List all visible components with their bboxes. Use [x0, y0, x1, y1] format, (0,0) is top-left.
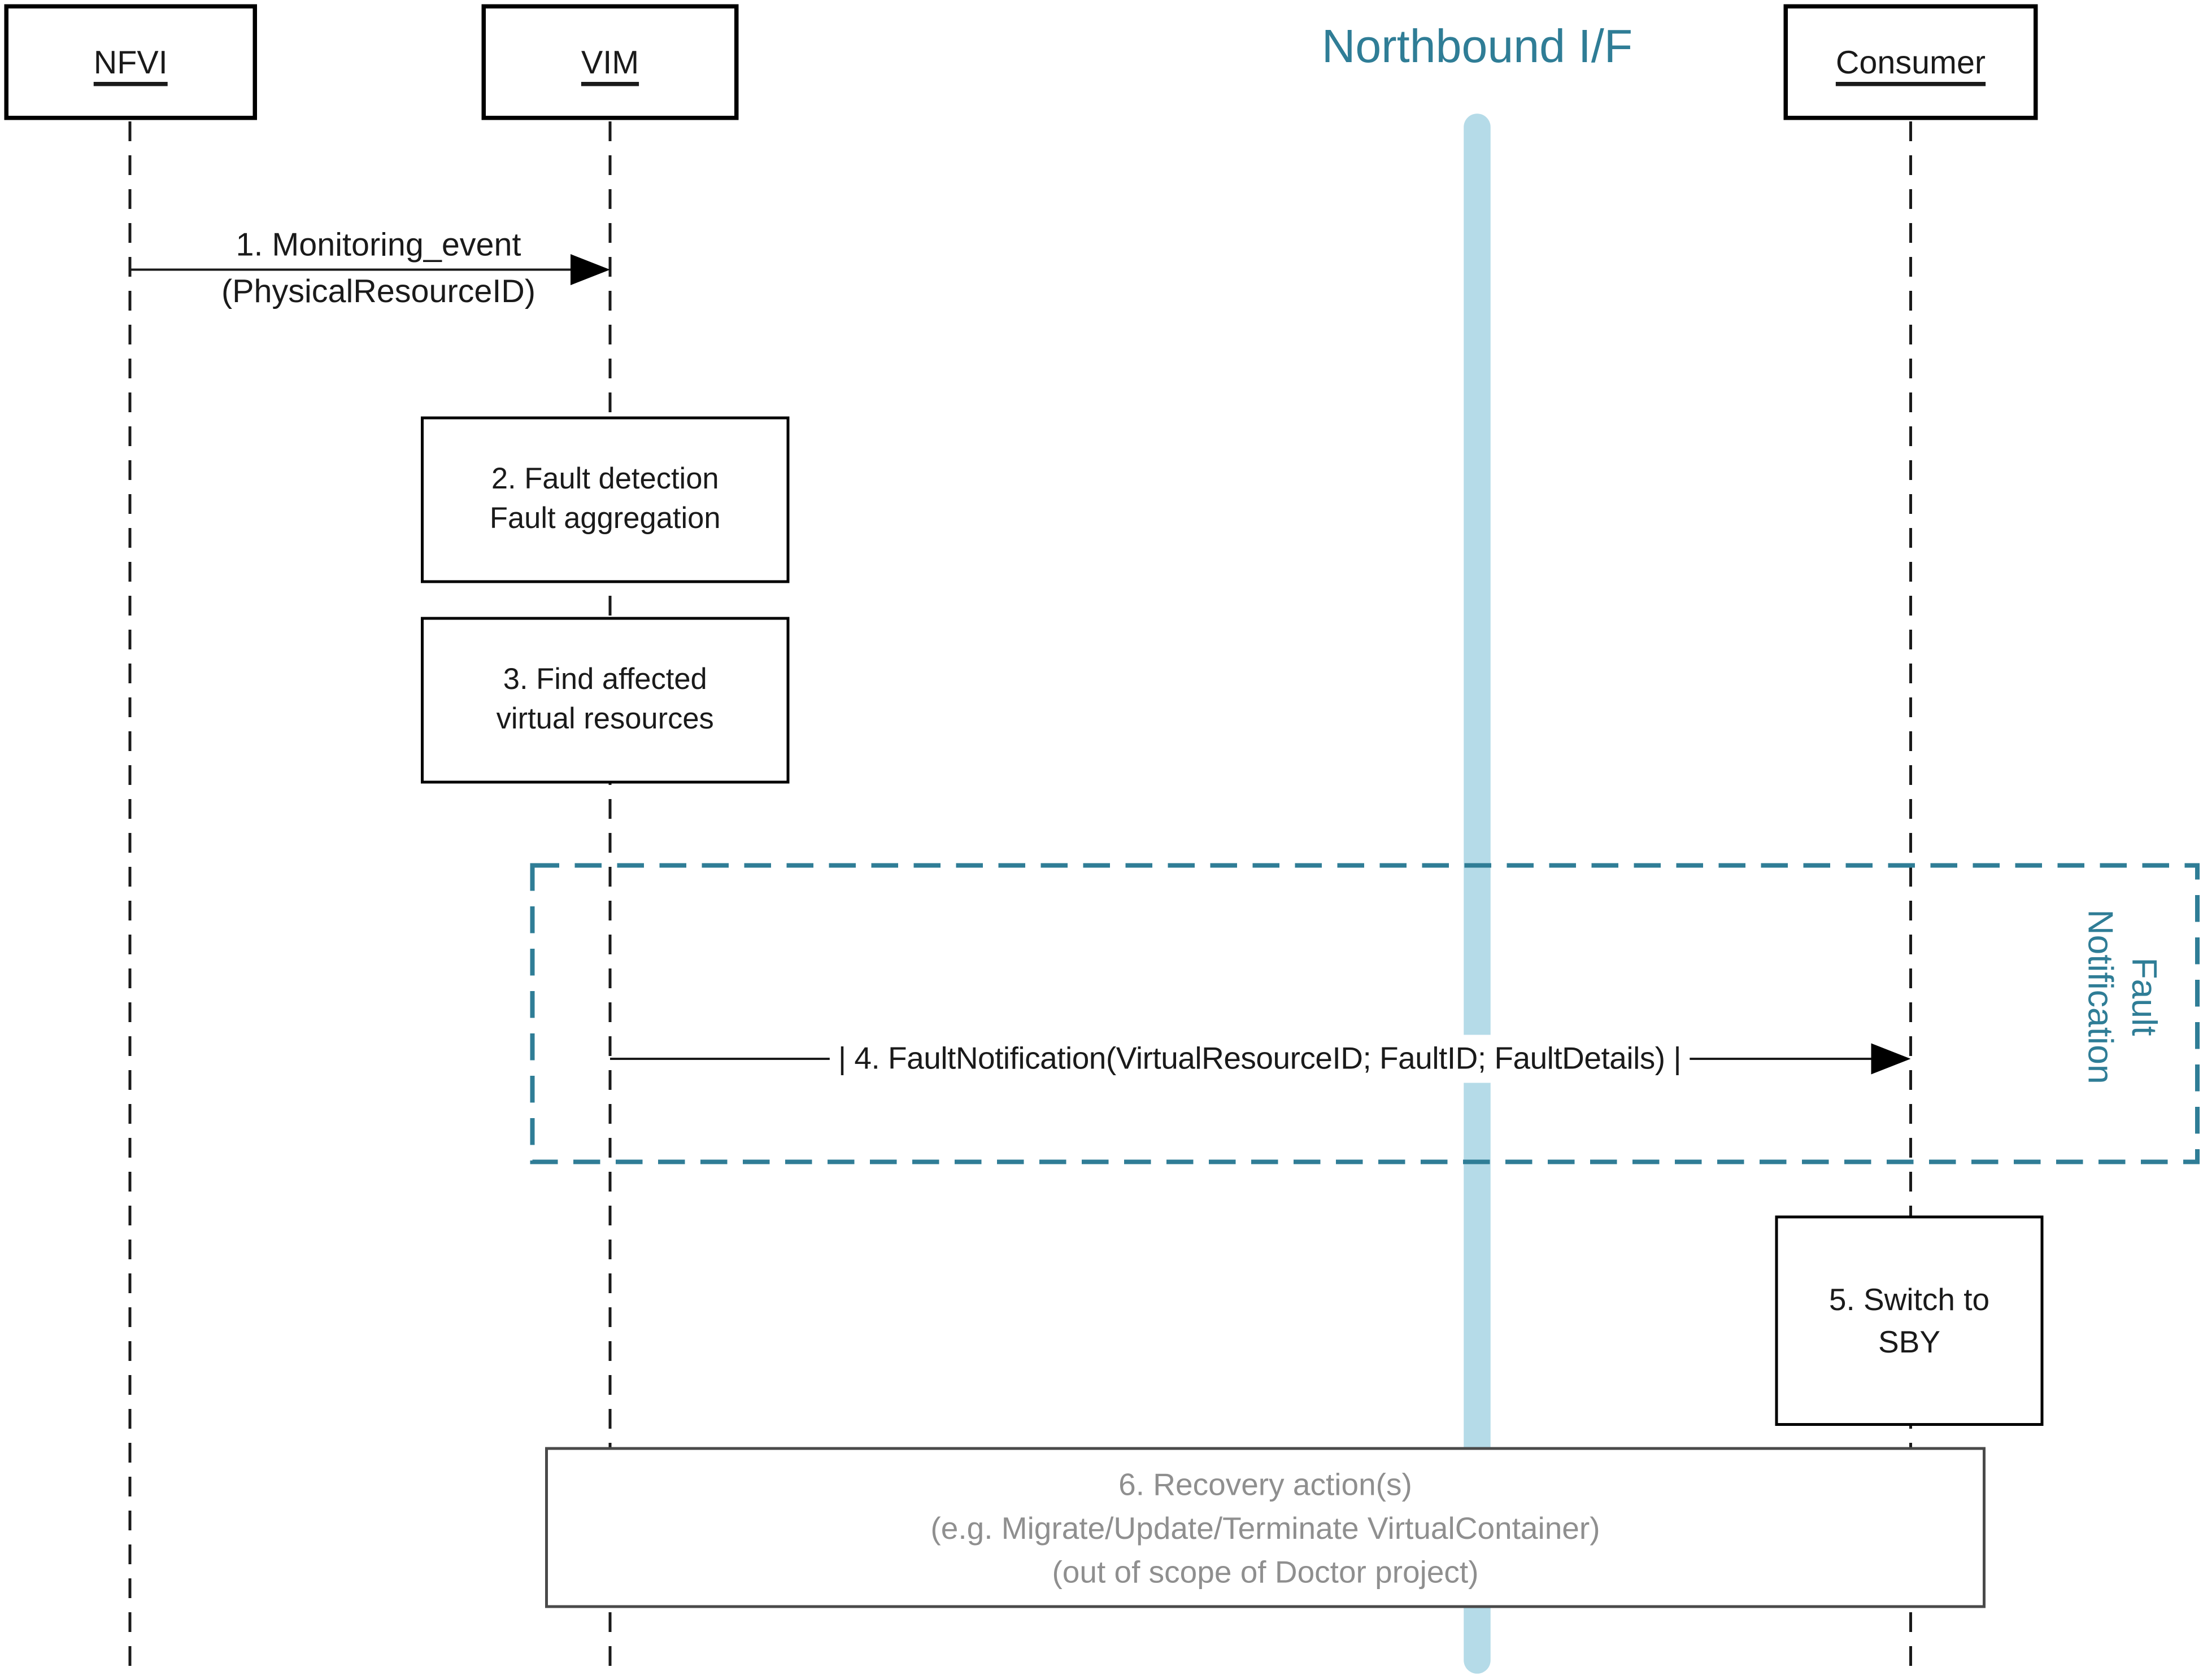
fault-notification-label-line2: Notification	[2080, 909, 2120, 1084]
fault-notification-label: Fault Notification	[2078, 909, 2165, 1084]
actor-label-nfvi: NFVI	[93, 43, 168, 80]
recovery-action-box: 6. Recovery action(s) (e.g. Migrate/Upda…	[545, 1447, 1986, 1608]
activity-3-line1: 3. Find affected	[503, 664, 707, 696]
message-1-arrowhead	[571, 254, 610, 285]
activity-box-find-affected: 3. Find affected virtual resources	[421, 617, 790, 784]
activity-box-fault-detection: 2. Fault detection Fault aggregation	[421, 416, 790, 583]
actor-box-consumer: Consumer	[1783, 4, 2038, 120]
recovery-line3: (out of scope of Doctor project)	[1052, 1554, 1479, 1589]
activity-2-line1: 2. Fault detection	[491, 463, 719, 496]
actor-label-consumer: Consumer	[1835, 43, 1986, 80]
actor-box-vim: VIM	[481, 4, 739, 120]
activity-2-line2: Fault aggregation	[489, 503, 721, 535]
activity-3-line2: virtual resources	[496, 703, 714, 736]
fault-notification-label-line1: Fault	[2124, 957, 2163, 1036]
fault-notification-group-frame	[530, 863, 2200, 1164]
message-1-label-line2: (PhysicalResourceID)	[221, 272, 536, 309]
northbound-interface-title: Northbound I/F	[1321, 20, 1633, 72]
actor-box-nfvi: NFVI	[4, 4, 257, 120]
message-4-arrowhead	[1871, 1043, 1911, 1075]
message-1-label-line1: 1. Monitoring_event	[236, 226, 521, 263]
activity-box-switch-to-sby: 5. Switch to SBY	[1775, 1215, 2044, 1426]
message-1-label: 1. Monitoring_event (PhysicalResourceID)	[198, 223, 559, 313]
activity-5-line2: SBY	[1878, 1323, 1941, 1359]
recovery-line1: 6. Recovery action(s)	[1118, 1466, 1412, 1502]
activity-5-line1: 5. Switch to	[1828, 1281, 1990, 1317]
actor-label-vim: VIM	[581, 43, 639, 80]
recovery-line2: (e.g. Migrate/Update/Terminate VirtualCo…	[930, 1509, 1600, 1546]
message-4-label: | 4. FaultNotification(VirtualResourceID…	[829, 1035, 1690, 1083]
